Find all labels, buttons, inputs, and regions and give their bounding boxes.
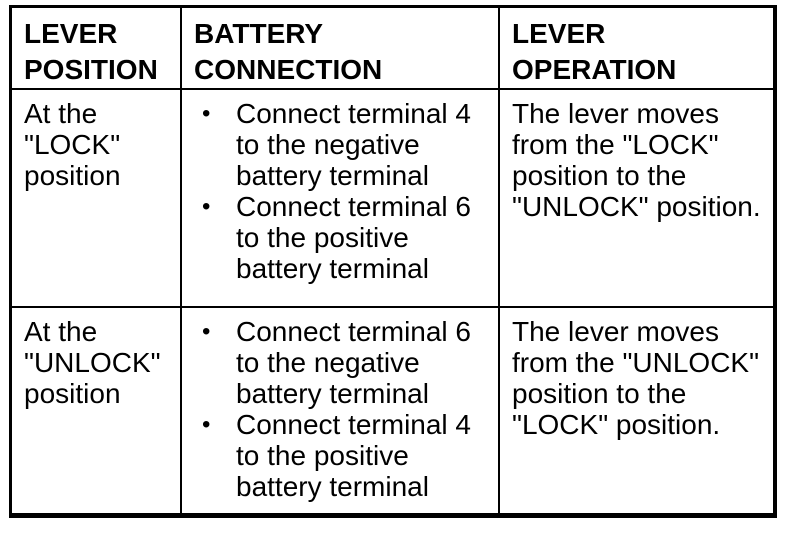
- list-item: • Connect terminal 4 to the negative bat…: [202, 98, 490, 191]
- header-lever-operation: LEVER OPERATION: [498, 8, 773, 88]
- table-row-2-battery-connection-cell: • Connect terminal 6 to the negative bat…: [180, 306, 498, 513]
- lever-operation-text: The lever moves from the "LOCK" position…: [512, 98, 761, 222]
- battery-connection-list: • Connect terminal 4 to the negative bat…: [194, 98, 490, 284]
- bullet-icon: •: [202, 100, 211, 127]
- lever-operation-table: LEVER POSITION BATTERY CONNECTION LEVER …: [9, 5, 777, 518]
- header-lever-position: LEVER POSITION: [12, 8, 180, 88]
- header-lever-position-label: LEVER POSITION: [24, 18, 158, 85]
- battery-connection-text: Connect terminal 6 to the negative batte…: [236, 316, 472, 409]
- bullet-icon: •: [202, 193, 211, 220]
- list-item: • Connect terminal 4 to the positive bat…: [202, 409, 490, 502]
- table-row-1-lever-operation-cell: The lever moves from the "LOCK" position…: [498, 88, 773, 306]
- battery-connection-text: Connect terminal 4 to the positive batte…: [236, 409, 472, 502]
- lever-operation-text: The lever moves from the "UNLOCK" positi…: [512, 316, 760, 440]
- list-item: • Connect terminal 6 to the negative bat…: [202, 316, 490, 409]
- battery-connection-text: Connect terminal 6 to the positive batte…: [236, 191, 472, 284]
- lever-position-text: At the "LOCK" position: [24, 98, 121, 191]
- lever-position-text: At the "UNLOCK" position: [24, 316, 161, 409]
- list-item: • Connect terminal 6 to the positive bat…: [202, 191, 490, 284]
- table-row-2-lever-position-cell: At the "UNLOCK" position: [12, 306, 180, 513]
- bullet-icon: •: [202, 318, 211, 345]
- header-battery-connection-label: BATTERY CONNECTION: [194, 18, 383, 85]
- header-battery-connection: BATTERY CONNECTION: [180, 8, 498, 88]
- battery-connection-text: Connect terminal 4 to the negative batte…: [236, 98, 472, 191]
- header-lever-operation-label: LEVER OPERATION: [512, 18, 677, 85]
- bullet-icon: •: [202, 411, 211, 438]
- table-row-1-battery-connection-cell: • Connect terminal 4 to the negative bat…: [180, 88, 498, 306]
- table-row-1-lever-position-cell: At the "LOCK" position: [12, 88, 180, 306]
- battery-connection-list: • Connect terminal 6 to the negative bat…: [194, 316, 490, 502]
- table-row-2-lever-operation-cell: The lever moves from the "UNLOCK" positi…: [498, 306, 773, 513]
